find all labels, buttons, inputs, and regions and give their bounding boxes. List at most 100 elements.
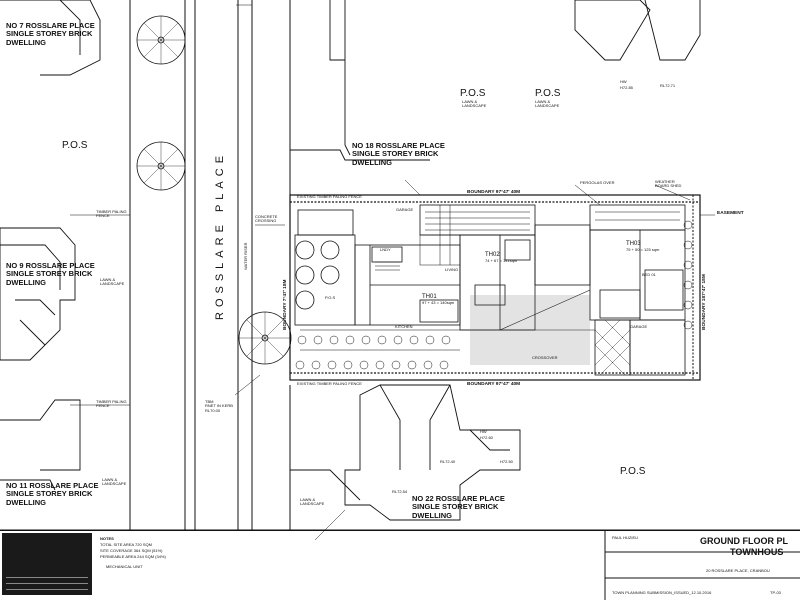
site-address: 20 ROSSLARE PLACE, CRANBOU	[706, 568, 770, 573]
lot-no18-line3: DWELLING	[352, 157, 392, 167]
client-label: PAUL HUZIEU	[612, 535, 639, 540]
th03-label: TH03 75 + 50 = 125 sqm	[626, 241, 659, 252]
level-h7285: H72.85	[620, 85, 633, 90]
th02-area: 74 + 67 = 141sqm	[485, 257, 518, 263]
tbm-label: TBM RNET IN KERB RL70.00	[205, 399, 233, 413]
th02-label: TH02 74 + 67 = 141sqm	[485, 252, 517, 263]
lawn-label-1: LAWN & LANDSCAPE	[462, 99, 487, 109]
timber-fence-label-1: TIMBER PALING FENCE	[96, 209, 127, 219]
driveway	[300, 289, 595, 351]
lawn-5-line2: LANDSCAPE	[300, 501, 325, 507]
existing-fence-north: EXISTING TIMBER PALING FENCE	[297, 194, 362, 199]
lawn-4-line1: LAWN &	[102, 477, 118, 482]
lot-no9-label: NO 9 ROSSLARE PLACE SINGLE STOREY BRICK …	[6, 261, 95, 287]
lawn-label-3: LAWN & LANDSCAPE	[100, 277, 124, 287]
level-h7260: H72.60	[480, 435, 493, 440]
weather-shed-line1: WEATHER	[655, 179, 675, 184]
boundary-east: BOUNDARY 187°47' 18M	[702, 274, 707, 330]
notes-title: NOTES	[100, 536, 114, 541]
th03-name: TH03	[626, 241, 641, 247]
notes-line-2: SITE COVERAGE 364 SQM (51%)	[100, 548, 163, 553]
pos-label-south: P.O.S	[620, 466, 646, 477]
room-kitchen: KITCHEN	[395, 324, 413, 329]
weather-shed-line2: BOARD SHED	[655, 183, 682, 189]
pos-label-north-1: P.O.S	[460, 88, 486, 99]
lot-no11-line2: SINGLE STOREY BRICK	[6, 489, 93, 499]
tbm-line3: RL70.00	[205, 407, 221, 413]
th03-area: 75 + 50 = 125 sqm	[626, 246, 660, 252]
pos-label-north-2: P.O.S	[535, 88, 561, 99]
th01-name: TH01	[422, 294, 437, 300]
lot-no22-line1: NO 22 ROSSLARE PLACE	[412, 494, 505, 503]
legend-mechanical-unit: MECHANICAL UNIT	[106, 564, 143, 569]
lot-no11-label: NO 11 ROSSLARE PLACE SINGLE STOREY BRICK…	[6, 481, 99, 507]
water-riser-label: WATER RISER	[243, 242, 248, 270]
lawn-1-line2: LANDSCAPE	[462, 103, 487, 109]
th02-plan	[419, 204, 591, 331]
lot-no7-line3: DWELLING	[6, 37, 46, 47]
room-lndy: LNDY	[380, 247, 391, 252]
lot-no7-line2: SINGLE STOREY BRICK	[6, 29, 93, 39]
room-living: LIVING	[445, 267, 459, 272]
timber-fence-label-2: TIMBER PALING FENCE	[96, 399, 127, 409]
concrete-crossing-label: CONCRETE CROSSING	[255, 214, 278, 224]
tbm-line1: TBM	[205, 399, 214, 404]
room-pos: P.O.S	[325, 295, 336, 300]
lot-no22-label: NO 22 ROSSLARE PLACE SINGLE STOREY BRICK…	[412, 494, 505, 520]
notes-line-3: PERMEABLE AREA 244 SQM (34%)	[100, 554, 166, 559]
boundary-south: BOUNDARY 97°47' 40M	[467, 382, 521, 387]
lawn-1-line1: LAWN &	[462, 99, 478, 104]
lot-no9-line3: DWELLING	[6, 277, 46, 287]
th01-label: TH01 97 + 43 = 140sqm	[422, 294, 454, 305]
room-bed01: BED 01	[642, 272, 656, 277]
title-block: NOTES TOTAL SITE AREA 720 SQM SITE COVER…	[0, 530, 800, 601]
lawn-label-4: LAWN & LANDSCAPE	[102, 477, 127, 487]
rosslare-place-road	[129, 0, 291, 530]
lawn-3-line1: LAWN &	[100, 277, 116, 282]
lot-no18-line1: NO 18 ROSSLARE PLACE	[352, 141, 445, 150]
lot-no18-label: NO 18 ROSSLARE PLACE SINGLE STOREY BRICK…	[352, 141, 445, 167]
easement-label: EASEMENT	[717, 211, 744, 216]
street-trees	[136, 15, 292, 365]
site-boundary	[289, 194, 701, 381]
crossing-line2: CROSSING	[255, 218, 277, 224]
lot-no9-line2: SINGLE STOREY BRICK	[6, 269, 93, 279]
driveway-stipple	[470, 295, 590, 365]
pos-label-west: P.O.S	[62, 140, 88, 151]
drawing-subtitle: TOWNHOUS	[730, 547, 784, 557]
th01-area: 97 + 43 = 140sqm	[422, 299, 455, 305]
lawn-4-line2: LANDSCAPE	[102, 481, 127, 487]
existing-fence-south: EXISTING TIMBER PALING FENCE	[297, 381, 362, 386]
lot-no9-line1: NO 9 ROSSLARE PLACE	[6, 261, 95, 270]
lot-no22-line3: DWELLING	[412, 510, 452, 520]
pergolas-label: PERGOLAS OVER	[580, 180, 615, 185]
room-garage-1: GARAGE	[396, 207, 414, 212]
crossing-line1: CONCRETE	[255, 214, 278, 219]
lot-no11-line3: DWELLING	[6, 497, 46, 507]
timber-fence-2-line1: TIMBER PALING	[96, 399, 127, 404]
lot-no7-label: NO 7 ROSSLARE PLACE SINGLE STOREY BRICK …	[6, 21, 95, 47]
lot-no18-line2: SINGLE STOREY BRICK	[352, 149, 439, 159]
lawn-label-5: LAWN & LANDSCAPE	[300, 497, 325, 507]
level-hw-1: HW	[620, 79, 627, 84]
timber-fence-2-line2: FENCE	[96, 403, 110, 409]
level-hw-2: HW	[480, 429, 487, 434]
th01-plan	[294, 209, 461, 326]
th02-name: TH02	[485, 252, 500, 258]
drawing-title: GROUND FLOOR PL	[700, 536, 788, 546]
practice-logo	[2, 533, 92, 595]
boundary-north: BOUNDARY 97°47' 40M	[467, 190, 521, 195]
street-name-label: ROSSLARE PLACE	[214, 150, 226, 320]
lawn-label-2: LAWN & LANDSCAPE	[535, 99, 560, 109]
level-rl7254: RL72.54	[392, 489, 408, 494]
lawn-5-line1: LAWN &	[300, 497, 316, 502]
level-rl7271: RL72.71	[660, 83, 676, 88]
level-h7250: H72.50	[500, 459, 513, 464]
lot-no7-line1: NO 7 ROSSLARE PLACE	[6, 21, 95, 30]
issue-stage: TOWN PLANNING SUBMISSION_ISSUED_12.10.20…	[612, 590, 712, 595]
lot-no11-line1: NO 11 ROSSLARE PLACE	[6, 481, 99, 490]
lawn-2-line1: LAWN &	[535, 99, 551, 104]
lawn-2-line2: LANDSCAPE	[535, 103, 560, 109]
weather-shed-label: WEATHER BOARD SHED	[655, 179, 682, 189]
